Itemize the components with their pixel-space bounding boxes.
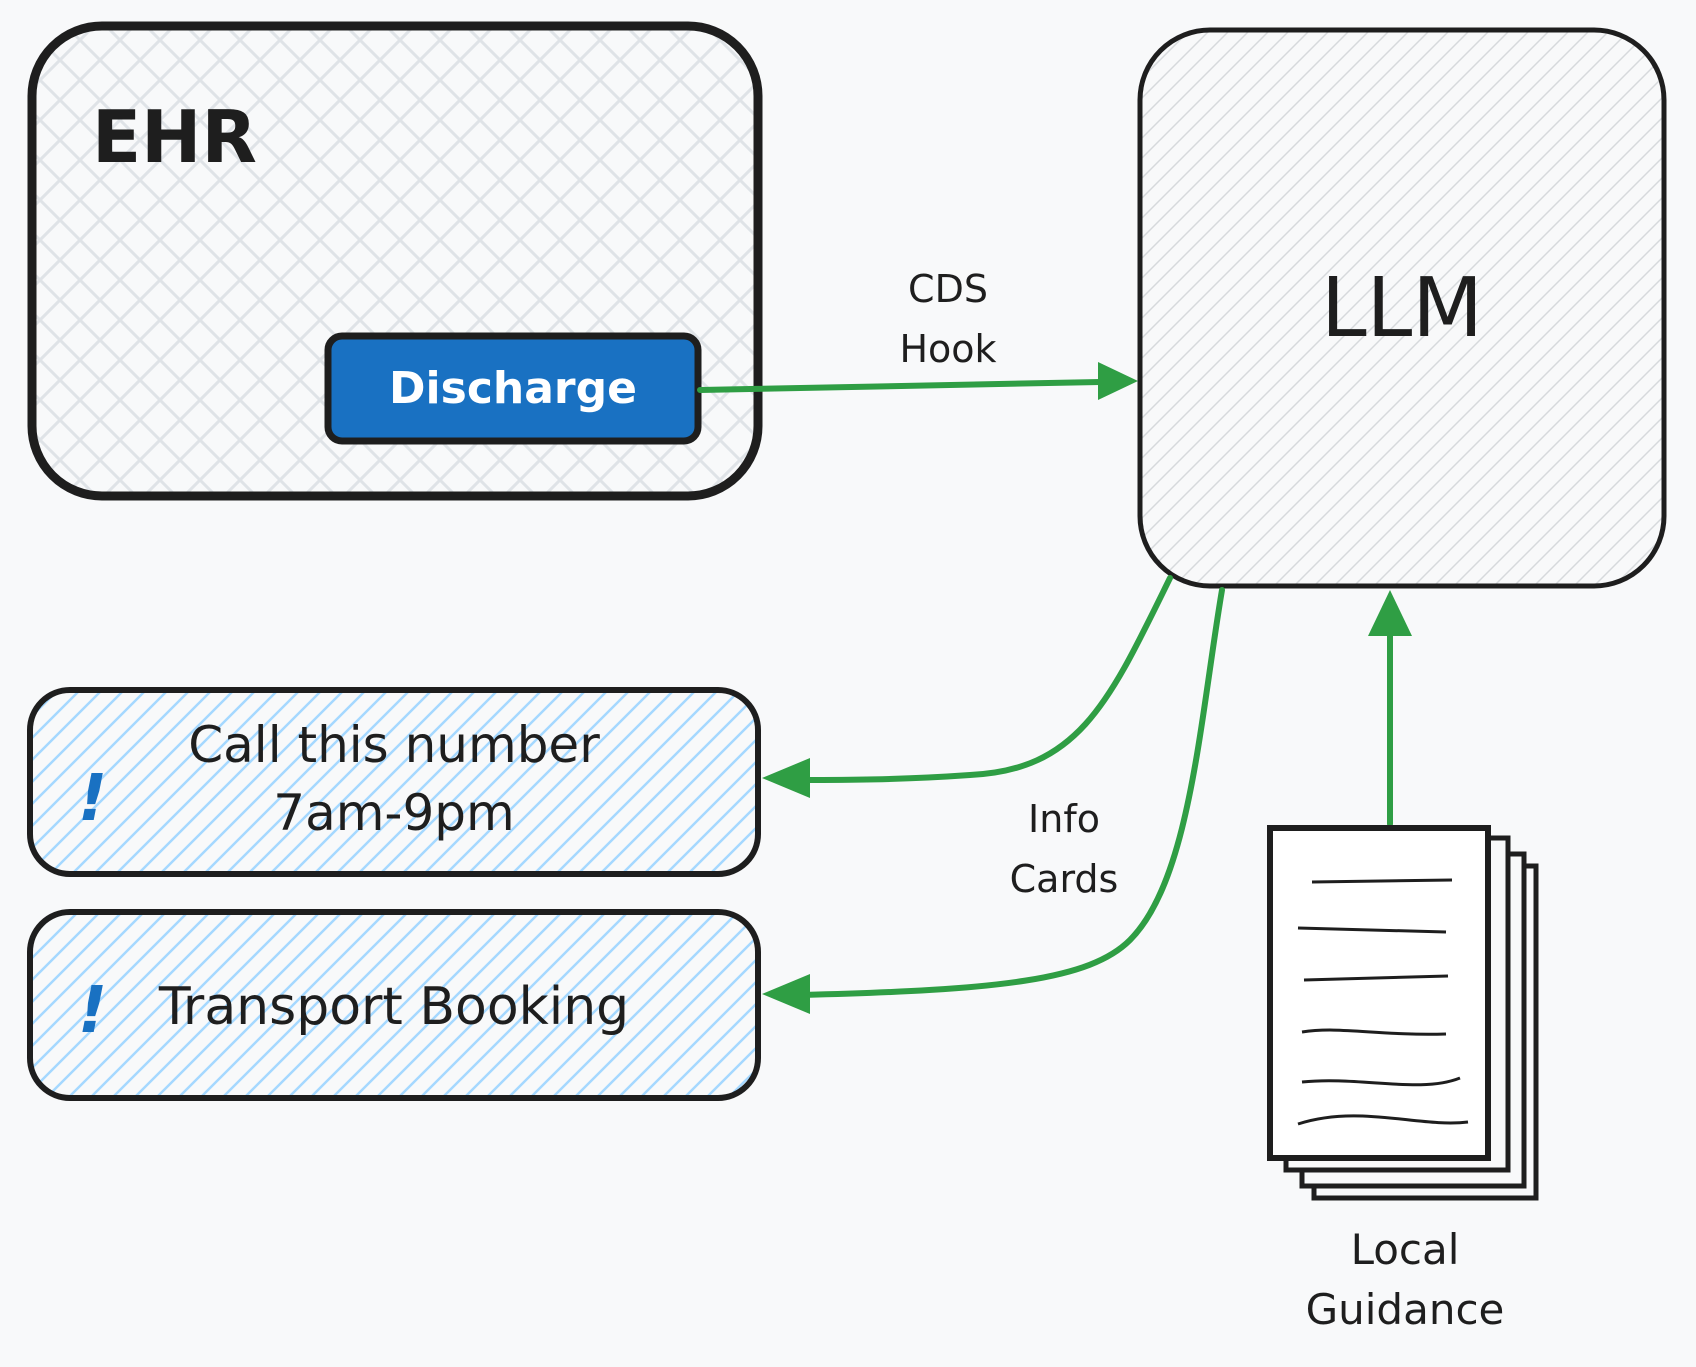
card-call-line1: Call this number bbox=[188, 716, 600, 774]
discharge-button[interactable]: Discharge bbox=[324, 332, 702, 445]
guidance-arrow bbox=[1368, 590, 1412, 827]
info-cards-label-line1: Info bbox=[1028, 797, 1100, 841]
guidance-label-line2: Guidance bbox=[1306, 1285, 1505, 1334]
card-transport-line1: Transport Booking bbox=[158, 977, 629, 1037]
cds-hook-arrow bbox=[697, 362, 1138, 400]
guidance-label-line1: Local bbox=[1351, 1225, 1460, 1274]
cds-hook-label-line1: CDS bbox=[908, 267, 988, 311]
ehr-title: EHR bbox=[92, 95, 257, 179]
document-stack-icon bbox=[1267, 825, 1539, 1201]
info-card-transport-booking[interactable]: ! Transport Booking bbox=[27, 909, 761, 1101]
alert-icon: ! bbox=[78, 974, 107, 1048]
llm-box: LLM bbox=[1137, 27, 1667, 589]
info-cards-label-line2: Cards bbox=[1010, 857, 1119, 901]
llm-title: LLM bbox=[1321, 261, 1483, 356]
info-card-arrow-1 bbox=[762, 575, 1173, 798]
card-call-line2: 7am-9pm bbox=[273, 784, 514, 842]
cds-hook-label-line2: Hook bbox=[899, 327, 996, 371]
alert-icon: ! bbox=[78, 762, 107, 836]
info-card-arrow-2 bbox=[762, 587, 1225, 1014]
info-card-call-number[interactable]: ! Call this number 7am-9pm bbox=[27, 687, 761, 877]
discharge-label: Discharge bbox=[389, 363, 637, 414]
